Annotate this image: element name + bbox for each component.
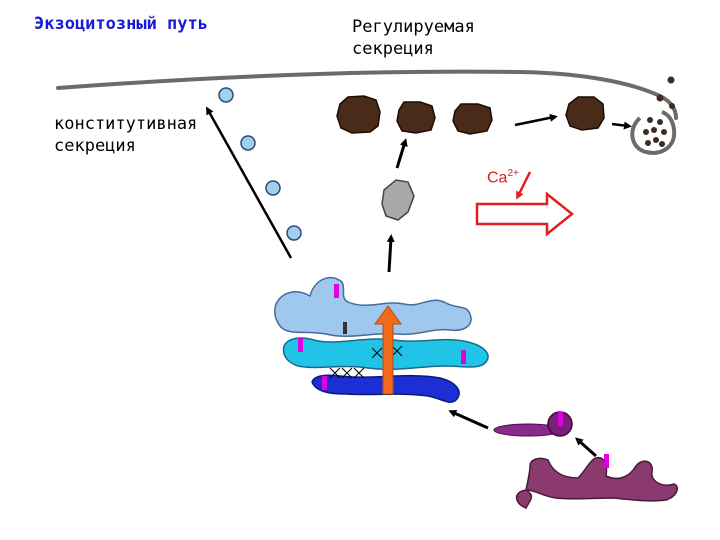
protein-marker [604, 454, 609, 468]
protein-marker [322, 376, 327, 390]
calcium-label: Ca2+ [487, 168, 519, 187]
calcium-arrow [516, 171, 532, 200]
constitutive-vesicles [218, 87, 302, 241]
protein-marker [558, 412, 563, 426]
constitutive-path-arrow [206, 106, 293, 259]
secretory-granule [565, 96, 605, 131]
golgi-apparatus [274, 276, 489, 403]
constitutive-vesicle [218, 87, 234, 103]
protein-marker [298, 338, 303, 352]
protein-marker [461, 350, 466, 364]
regulated-secretion-label: Регулируемая секреция [352, 17, 475, 59]
immature-granule [381, 179, 415, 221]
secretory-granule [396, 101, 436, 134]
golgi-to-granule-arrow [386, 234, 395, 273]
endoplasmic-reticulum [515, 456, 679, 509]
stimulus-arrow-icon [475, 191, 575, 237]
constitutive-vesicle [265, 180, 281, 196]
transport-vesicle [493, 411, 573, 437]
plasma-membrane [56, 69, 678, 120]
secretory-granule [452, 103, 493, 135]
golgi-marker-dark [343, 322, 347, 334]
golgi-cis-cisterna [274, 276, 472, 337]
protein-marker [334, 284, 339, 298]
constitutive-secretion-label: конститутивная секреция [54, 114, 198, 156]
calcium-symbol: Ca [487, 169, 508, 187]
fusion-arrow [611, 121, 632, 130]
constitutive-vesicle [286, 225, 302, 241]
diagram-title: Экзоцитозный путь [34, 14, 208, 34]
golgi-crosslinks [329, 345, 403, 379]
calcium-charge: 2+ [507, 168, 519, 179]
constitutive-vesicle [240, 135, 256, 151]
secretory-granule [336, 95, 381, 134]
secretory-granules [336, 95, 605, 135]
protein-markers [298, 284, 466, 390]
er-to-golgi-arrow [448, 409, 489, 430]
upward-transport-arrow-icon [374, 305, 402, 395]
granule-fusion-arrow [514, 113, 558, 127]
fusion-pocket [630, 110, 677, 155]
released-content [643, 76, 675, 147]
er-to-vesicle-arrow [575, 437, 597, 458]
immature-granule-arrow [395, 138, 408, 169]
